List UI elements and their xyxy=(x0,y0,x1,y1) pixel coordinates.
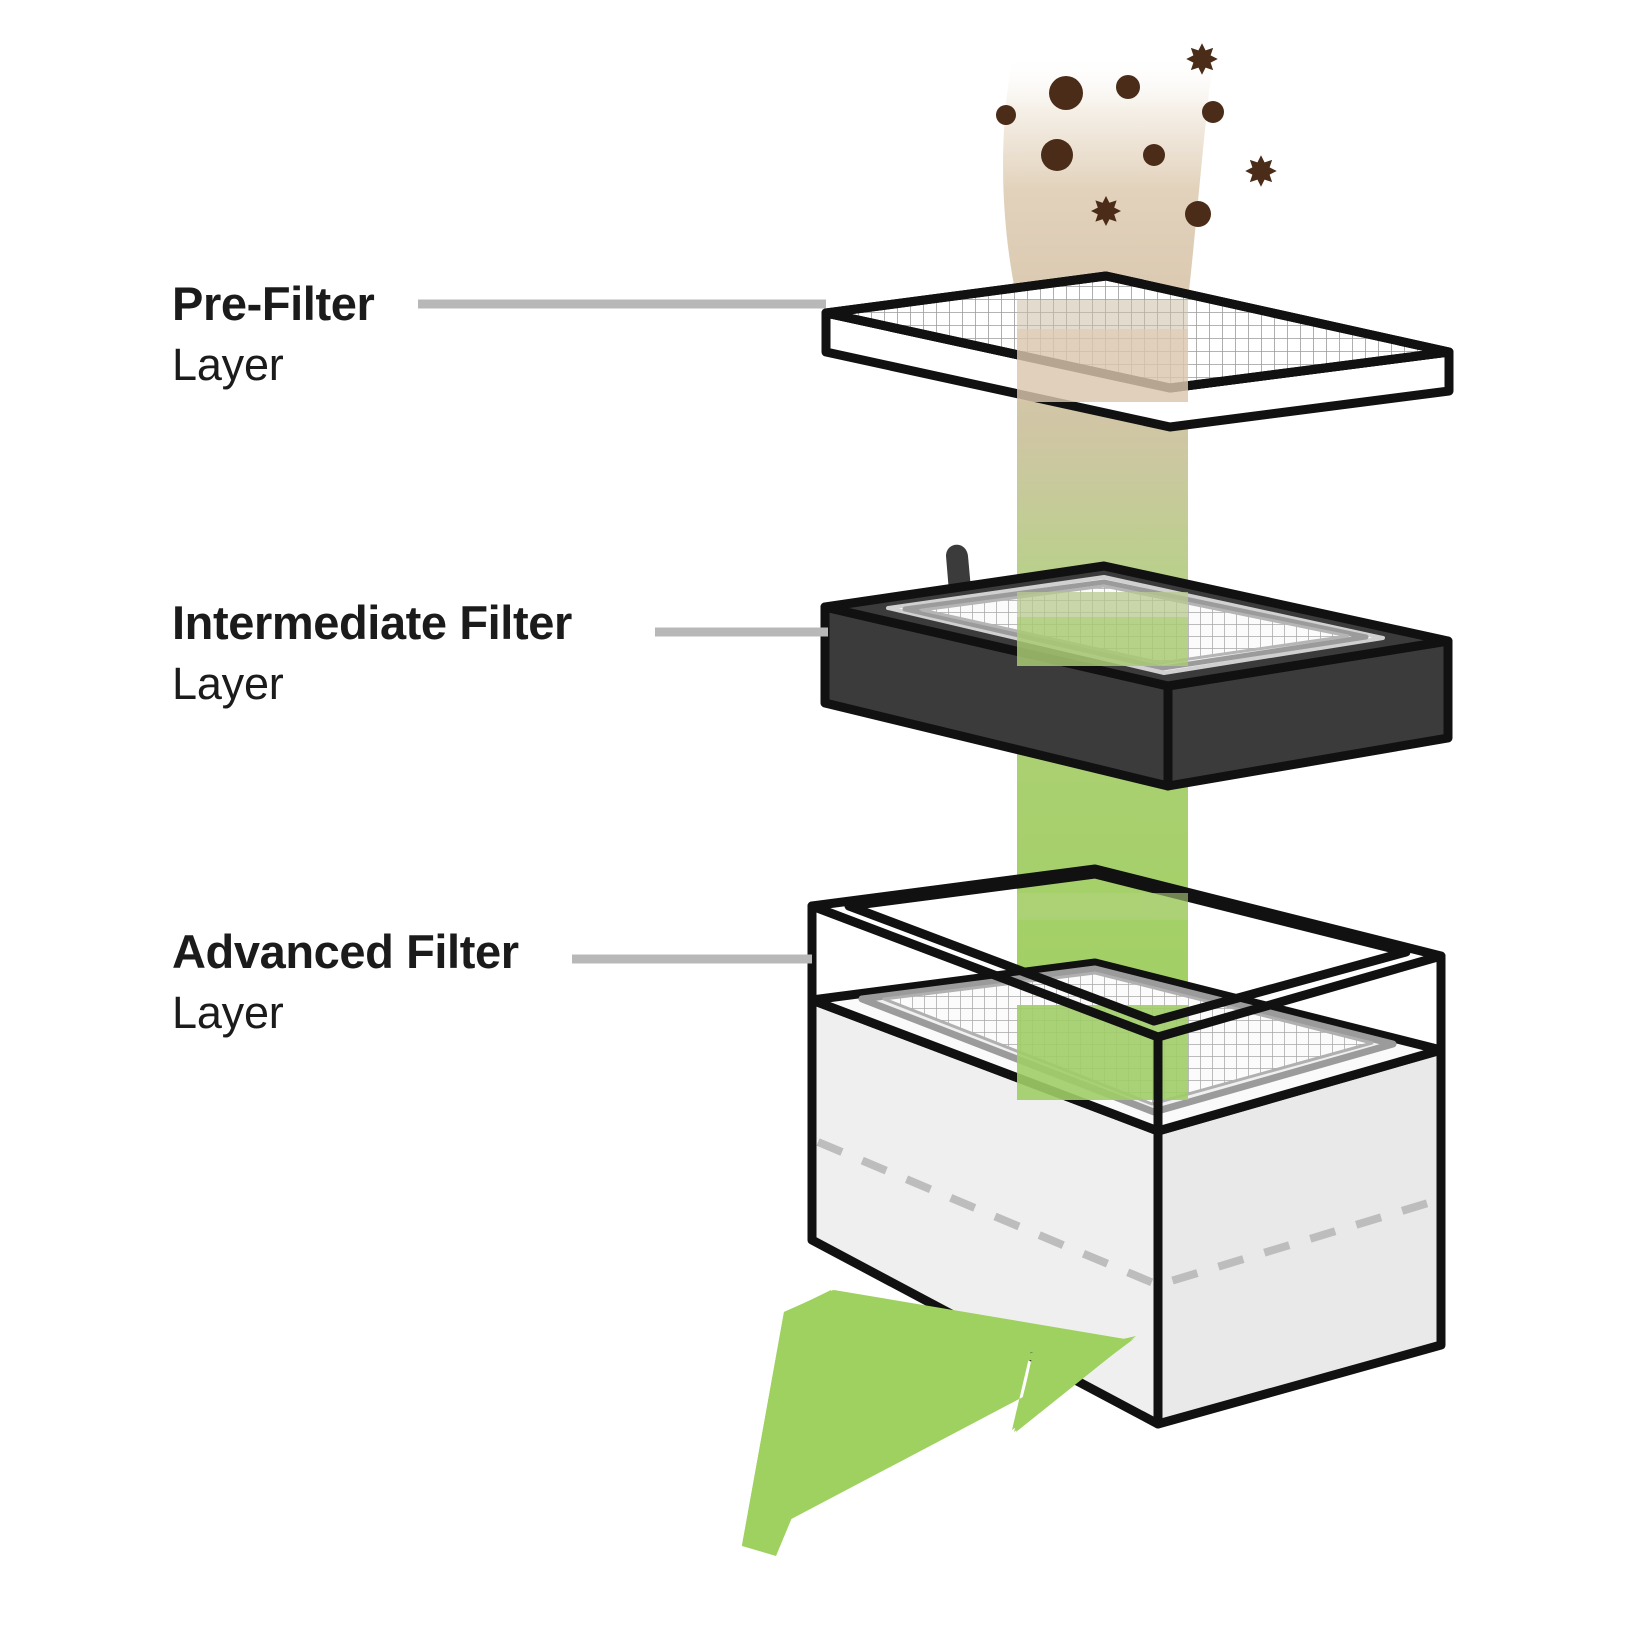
particle-spiky xyxy=(1245,155,1277,187)
label-group-intermediate-filter: Intermediate Filter Layer xyxy=(172,596,572,709)
particle-cluster xyxy=(996,43,1277,227)
particle-spiky xyxy=(1186,43,1218,75)
intermediate-filter-subtitle: Layer xyxy=(172,658,284,709)
airflow-plume-top xyxy=(1003,55,1214,300)
particle-dot xyxy=(1202,101,1224,123)
particle-dot xyxy=(1041,139,1073,171)
particle-dot xyxy=(1143,144,1165,166)
label-group-advanced-filter: Advanced Filter Layer xyxy=(172,925,519,1038)
clean-air-arrow xyxy=(742,1290,1136,1556)
advanced-filter-box xyxy=(807,864,1446,1429)
particle-spiky xyxy=(1091,196,1121,226)
airflow-overlay-advanced xyxy=(1017,893,1188,920)
particle-dot xyxy=(1185,201,1211,227)
intermediate-filter-title: Intermediate Filter xyxy=(172,596,572,649)
particle-dot xyxy=(996,105,1016,125)
intermediate-filter-box xyxy=(820,544,1453,791)
advanced-filter-subtitle: Layer xyxy=(172,987,284,1038)
advanced-filter-title: Advanced Filter xyxy=(172,925,519,978)
label-group-pre-filter: Pre-Filter Layer xyxy=(172,277,375,390)
leader-lines xyxy=(418,299,828,964)
airflow-overlay-prefilter xyxy=(1017,300,1188,402)
pre-filter-title: Pre-Filter xyxy=(172,277,374,330)
particle-dot xyxy=(1049,76,1083,110)
pre-filter-subtitle: Layer xyxy=(172,339,284,390)
particle-dot xyxy=(1116,75,1140,99)
